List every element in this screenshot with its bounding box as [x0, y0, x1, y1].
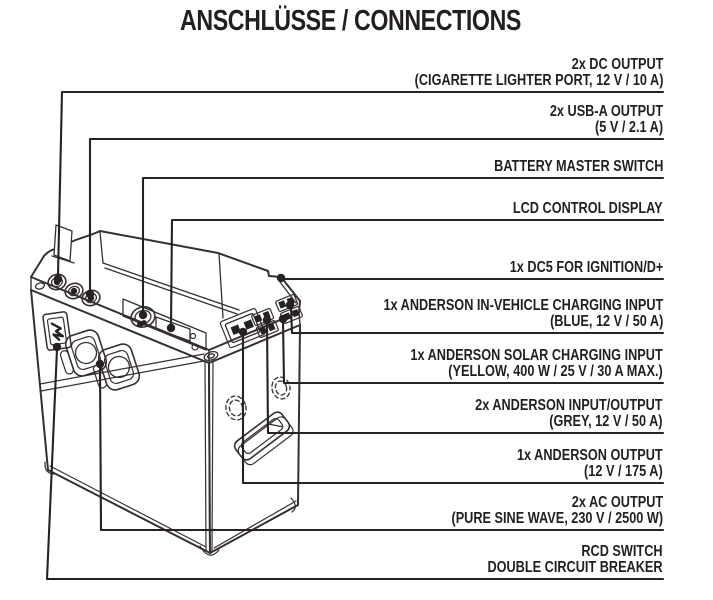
knockout-circle-2: [271, 376, 291, 400]
label-anderson-in-vehicle: 1x ANDERSON IN-VEHICLE CHARGING INPUT (B…: [383, 297, 663, 330]
dot-dc-output: [53, 274, 63, 284]
dot-ac-output: [95, 359, 105, 369]
label-rcd-switch: RCD SWITCH DOUBLE CIRCUIT BREAKER: [487, 543, 663, 576]
anderson-output-connector: [219, 307, 266, 349]
page-title: ANSCHLÜSSE / CONNECTIONS: [179, 5, 521, 37]
leader-anderson-output: [241, 332, 665, 485]
ac-outlet-1: [59, 329, 108, 377]
dot-lcd-display: [166, 323, 176, 333]
leader-lcd-display: [169, 218, 665, 328]
leader-dots: [52, 273, 295, 369]
battery-box-body: [30, 224, 303, 556]
dot-anderson-vehicle: [285, 300, 295, 310]
dot-anderson-output: [238, 327, 248, 337]
label-dc5-ignition: 1x DC5 FOR IGNITION/D+: [509, 259, 663, 276]
leader-lines: [45, 90, 665, 581]
panel-button-2: [191, 343, 199, 351]
leader-anderson-io: [265, 320, 665, 435]
label-battery-master-switch: BATTERY MASTER SWITCH: [493, 158, 663, 175]
leader-rcd-switch: [45, 347, 665, 581]
master-switch-knob: [130, 306, 156, 328]
dot-anderson-solar: [278, 314, 288, 324]
label-anderson-input-output: 2x ANDERSON INPUT/OUTPUT (GREY, 12 V / 5…: [475, 397, 663, 430]
label-dc-output: 2x DC OUTPUT (CIGARETTE LIGHTER PORT, 12…: [414, 56, 663, 89]
dot-master-switch: [138, 310, 148, 320]
lcd-display: [155, 316, 199, 351]
label-ac-output: 2x AC OUTPUT (PURE SINE WAVE, 230 V / 25…: [451, 494, 663, 527]
leader-dc-output: [56, 90, 665, 278]
leader-usb-output: [88, 137, 665, 294]
dc-port-2: [64, 282, 84, 300]
label-lcd-control-display: LCD CONTROL DISPLAY: [513, 200, 663, 217]
control-panel-plate: [122, 298, 207, 351]
label-usb-output: 2x USB-A OUTPUT (5 V / 2.1 A): [549, 103, 663, 136]
front-molding-lines: [39, 353, 205, 392]
leader-anderson-vehicle: [289, 305, 665, 335]
dot-dc5: [276, 273, 286, 283]
leader-master-switch: [141, 176, 665, 315]
dot-usb-output: [85, 289, 95, 299]
terminal-plate: [51, 224, 75, 264]
bottom-details: [44, 360, 297, 556]
box-top-silhouette: [30, 230, 301, 351]
label-anderson-output: 1x ANDERSON OUTPUT (12 V / 175 A): [517, 447, 663, 480]
label-anderson-solar: 1x ANDERSON SOLAR CHARGING INPUT (YELLOW…: [410, 347, 663, 380]
panel-button-1: [189, 332, 197, 340]
leader-anderson-solar: [281, 319, 665, 385]
dot-rcd-switch: [52, 342, 62, 352]
leader-ac-output: [98, 364, 665, 532]
dot-anderson-io: [262, 315, 272, 325]
